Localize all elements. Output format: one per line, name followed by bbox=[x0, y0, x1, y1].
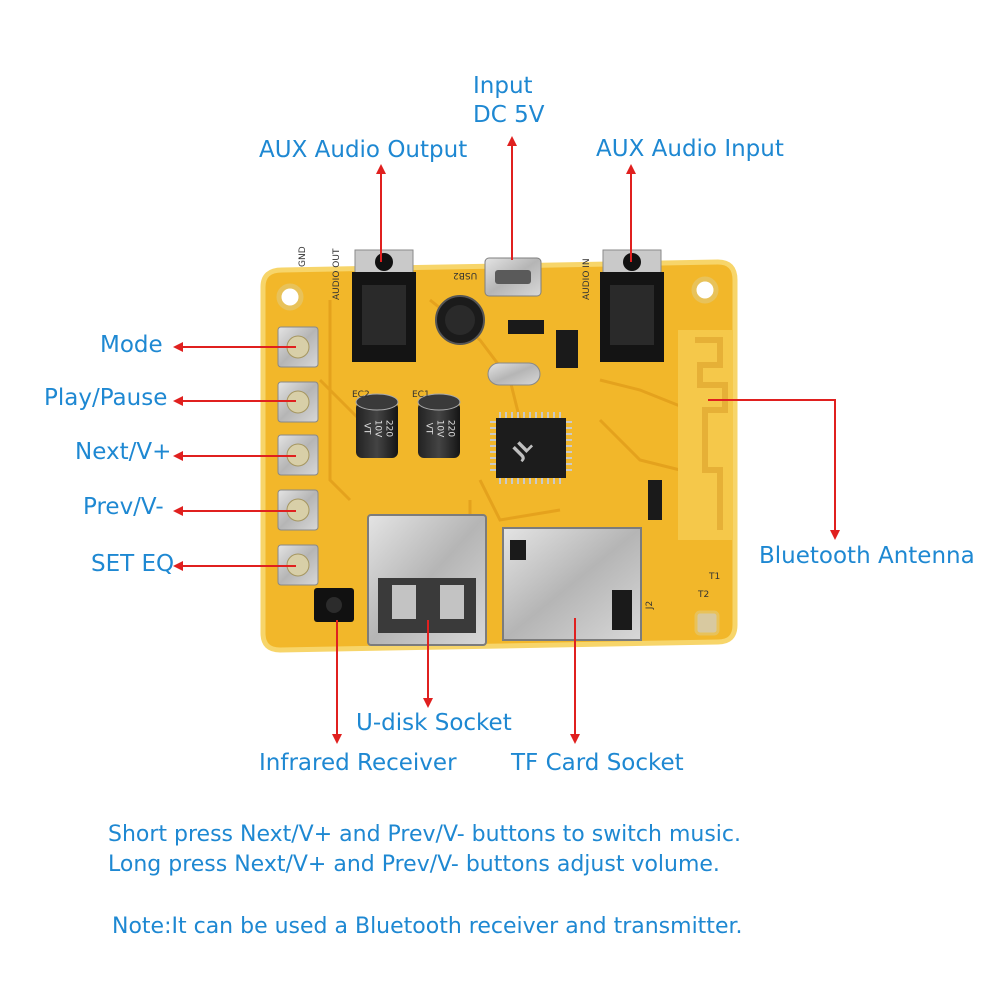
prev-switch bbox=[277, 489, 319, 531]
mount-hole-tr bbox=[691, 276, 719, 304]
silk-aux-out: AUDIO OUT bbox=[332, 248, 342, 300]
silk-t1: T1 bbox=[709, 572, 721, 582]
infrared-receiver bbox=[314, 588, 354, 622]
silk-t2: T2 bbox=[698, 590, 710, 600]
silk-j2: J2 bbox=[645, 600, 656, 610]
cap-ec2-voltage: 10V bbox=[372, 419, 383, 438]
cap-ec1-brand: VT bbox=[423, 422, 434, 435]
silk-gnd: GND bbox=[298, 246, 308, 267]
set-eq-switch bbox=[277, 544, 319, 586]
micro-usb-port bbox=[484, 257, 542, 297]
cap-ec1-text: 220 10V VT bbox=[423, 414, 456, 444]
mount-hole-tl bbox=[276, 283, 304, 311]
capacitor-ec1 bbox=[417, 393, 461, 458]
label-udisk: U-disk Socket bbox=[356, 710, 512, 736]
antenna-trace bbox=[695, 337, 728, 530]
note-long-press: Long press Next/V+ and Prev/V- buttons a… bbox=[108, 852, 720, 877]
mode-switch bbox=[277, 326, 319, 368]
aux-out-jack bbox=[352, 249, 416, 362]
silk-usb: USB2 bbox=[453, 270, 478, 280]
label-set-eq: SET EQ bbox=[91, 551, 175, 577]
crystal bbox=[487, 362, 541, 386]
label-tf: TF Card Socket bbox=[511, 750, 684, 776]
tf-card-socket bbox=[502, 527, 642, 641]
label-input: Input bbox=[473, 73, 533, 99]
label-infrared: Infrared Receiver bbox=[259, 750, 457, 776]
label-mode: Mode bbox=[100, 332, 163, 358]
cap-ec2-text: 220 10V VT bbox=[361, 414, 394, 444]
label-aux-out: AUX Audio Output bbox=[259, 137, 468, 163]
label-bt-antenna: Bluetooth Antenna bbox=[759, 543, 975, 569]
arrow-bt-antenna bbox=[708, 399, 840, 540]
buttons-column bbox=[277, 326, 319, 586]
main-chip bbox=[490, 412, 572, 484]
label-aux-in: AUX Audio Input bbox=[596, 136, 784, 162]
cap-ec2-value: 220 bbox=[383, 419, 394, 438]
silk-ec1: EC1 bbox=[412, 390, 430, 400]
cap-ec1-voltage: 10V bbox=[434, 419, 445, 438]
aux-in-jack bbox=[600, 249, 664, 362]
capacitor-ec2 bbox=[355, 393, 399, 458]
play-pause-switch bbox=[277, 381, 319, 423]
cap-ec1-value: 220 bbox=[445, 419, 456, 438]
pad-br bbox=[694, 610, 720, 636]
silk-ec2: EC2 bbox=[352, 390, 370, 400]
next-switch bbox=[277, 434, 319, 476]
label-input-dc: DC 5V bbox=[473, 102, 545, 128]
note-short-press: Short press Next/V+ and Prev/V- buttons … bbox=[108, 822, 741, 847]
silk-aux-in: AUDIO IN bbox=[582, 258, 592, 300]
label-play-pause: Play/Pause bbox=[44, 385, 168, 411]
label-prev: Prev/V- bbox=[83, 494, 164, 520]
label-next: Next/V+ bbox=[75, 439, 172, 465]
cap-ec2-brand: VT bbox=[361, 422, 372, 435]
note-usage: Note:It can be used a Bluetooth receiver… bbox=[112, 914, 743, 939]
